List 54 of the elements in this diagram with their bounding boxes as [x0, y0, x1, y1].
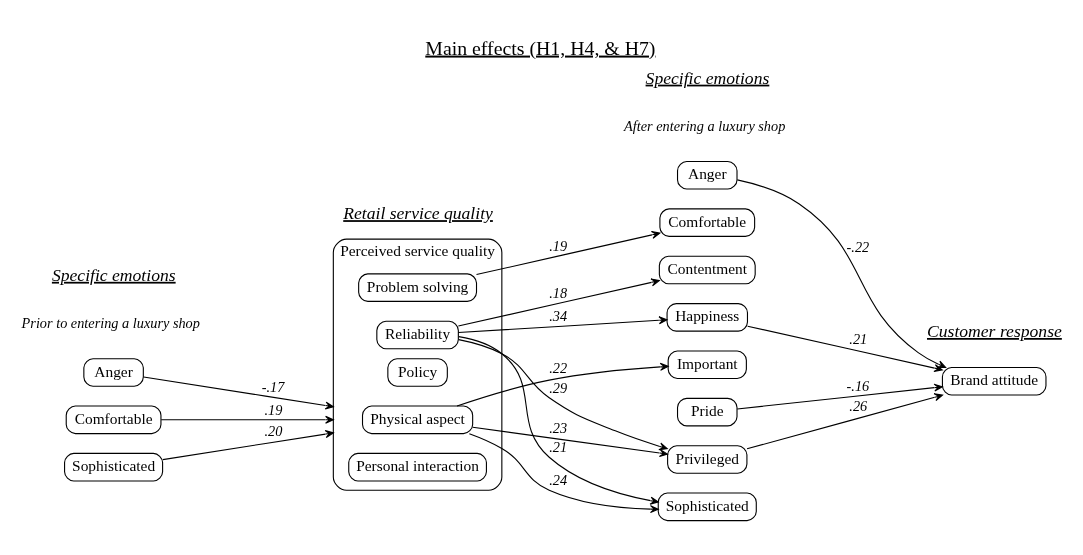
edge-label: .23: [549, 419, 568, 436]
edge-label: .21: [849, 330, 868, 347]
label: After entering a luxury shop: [624, 117, 786, 134]
node-box: Policy: [387, 357, 448, 387]
node-box: Physical aspect: [361, 405, 474, 434]
edge-label: .29: [549, 379, 568, 396]
edge-label: .26: [849, 397, 868, 414]
edge-label: .19: [549, 237, 568, 254]
arrow: [457, 277, 660, 327]
node-box: Problem solving: [358, 272, 478, 302]
label: Specific emotions: [51, 264, 176, 285]
edge-label: .34: [549, 307, 568, 324]
arrow: [162, 429, 334, 460]
node-box: Brand attitude: [941, 366, 1047, 396]
label: Retail service quality: [343, 202, 493, 223]
node-box: Comfortable: [659, 207, 756, 237]
edge-label: .18: [549, 284, 568, 301]
node-box: Personal interaction: [348, 452, 487, 481]
arrow: [458, 335, 659, 505]
edge-label: .24: [549, 471, 568, 488]
node-box: Anger: [83, 357, 144, 387]
arrow: [747, 325, 943, 372]
arrow: [456, 362, 669, 407]
arrow: [475, 230, 661, 275]
edge-label: .19: [264, 401, 283, 418]
arrow: [746, 392, 943, 449]
label: Specific emotions: [645, 67, 770, 88]
edge-label: -.22: [846, 238, 870, 255]
node-box: Sophisticated: [64, 452, 164, 481]
node-box: Pride: [677, 397, 738, 426]
edge-label: .20: [264, 422, 283, 439]
node-box: Anger: [677, 160, 738, 190]
edge-label: -.17: [261, 378, 285, 395]
arrow: [736, 383, 943, 410]
node-box: Important: [667, 349, 747, 379]
node-box: Contentment: [658, 255, 756, 284]
label: Customer response: [927, 320, 1062, 341]
arrow: [458, 338, 668, 450]
node-box: Happiness: [666, 302, 748, 332]
node-box: Comfortable: [65, 405, 162, 434]
edge-label: -.16: [846, 377, 870, 394]
diagram-title: Main effects (H1, H4, & H7): [425, 36, 656, 59]
node-box: Privileged: [667, 444, 748, 474]
arrow: [472, 426, 669, 457]
node-box: Reliability: [376, 320, 459, 349]
arrow: [160, 415, 334, 424]
label: Prior to entering a luxury shop: [21, 314, 200, 331]
arrow: [457, 315, 668, 333]
node-box: Sophisticated: [657, 492, 757, 521]
edge-label: .21: [549, 438, 568, 455]
arrow: [468, 432, 659, 513]
arrow: [736, 178, 947, 368]
edge-label: .22: [549, 359, 568, 376]
arrow: [143, 375, 334, 410]
